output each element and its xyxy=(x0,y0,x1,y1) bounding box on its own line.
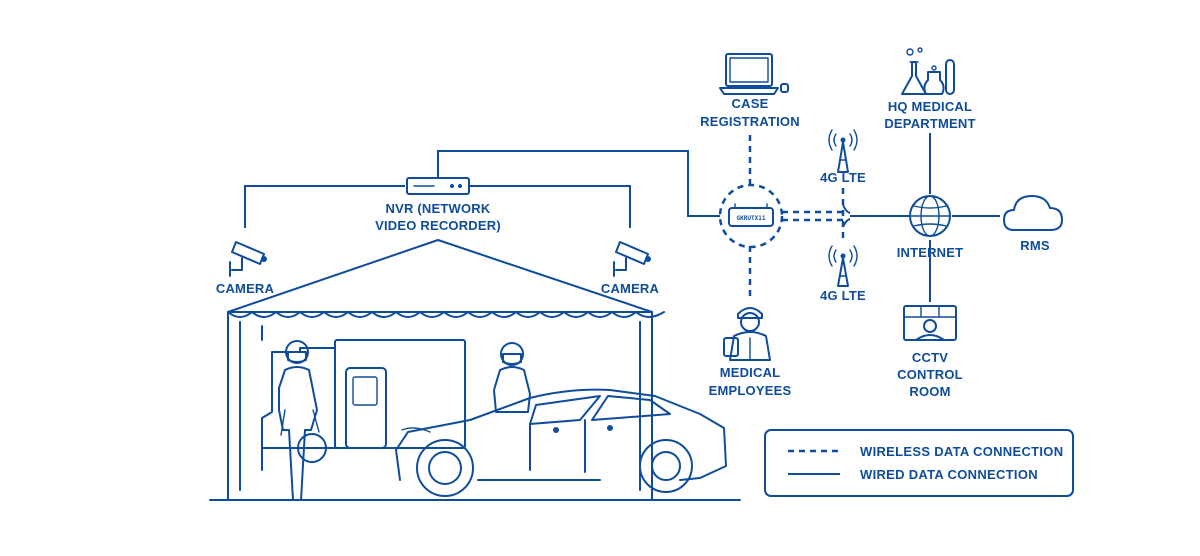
camera-icon xyxy=(613,241,651,277)
cctv-monitor-icon xyxy=(903,305,957,341)
cctv-label-line3: ROOM xyxy=(909,384,950,399)
lab-flask-icon xyxy=(901,47,955,95)
worker-icon xyxy=(278,340,320,501)
wireless-connections xyxy=(748,135,851,300)
camera-right-label: CAMERA xyxy=(601,281,660,296)
car-icon xyxy=(395,388,727,497)
cctv-label-line1: CCTV xyxy=(912,350,948,365)
hq-medical-label-line2: DEPARTMENT xyxy=(884,116,975,131)
cell-tower-icon xyxy=(828,245,858,287)
lte-top-label: 4G LTE xyxy=(820,170,866,185)
nvr-label-line2: VIDEO RECORDER) xyxy=(375,218,501,233)
worker-icon xyxy=(493,342,531,413)
hq-medical-label-line1: HQ MEDICAL xyxy=(888,99,972,114)
router-icon: GKRUTX11 xyxy=(718,183,784,249)
medical-employees-label-line1: MEDICAL xyxy=(720,365,781,380)
nvr-label-line1: NVR (NETWORK xyxy=(386,201,491,216)
lte-bottom-label: 4G LTE xyxy=(820,288,866,303)
legend-wireless-label: WIRELESS DATA CONNECTION xyxy=(860,444,1063,459)
cctv-label-line2: CONTROL xyxy=(897,367,963,382)
cloud-icon xyxy=(1003,195,1063,231)
case-registration-label-line1: CASE xyxy=(732,96,769,111)
worker-icon xyxy=(723,307,771,361)
case-registration-label-line2: REGISTRATION xyxy=(700,114,800,129)
laptop-icon xyxy=(719,53,789,95)
tent-icon xyxy=(209,239,741,501)
nvr-icon xyxy=(406,177,470,195)
camera-left-label: CAMERA xyxy=(216,281,275,296)
router-model-label: GKRUTX11 xyxy=(737,215,766,222)
trailer-icon xyxy=(261,339,466,471)
legend: WIRELESS DATA CONNECTION WIRED DATA CONN… xyxy=(764,429,1074,497)
rms-label: RMS xyxy=(1020,238,1050,253)
legend-wired-label: WIRED DATA CONNECTION xyxy=(860,467,1038,482)
medical-employees-label-line2: EMPLOYEES xyxy=(709,383,792,398)
cell-tower-icon xyxy=(828,129,858,173)
wired-connections xyxy=(244,133,1000,302)
globe-icon xyxy=(909,195,951,237)
camera-icon xyxy=(229,241,267,277)
internet-label: INTERNET xyxy=(897,245,964,260)
